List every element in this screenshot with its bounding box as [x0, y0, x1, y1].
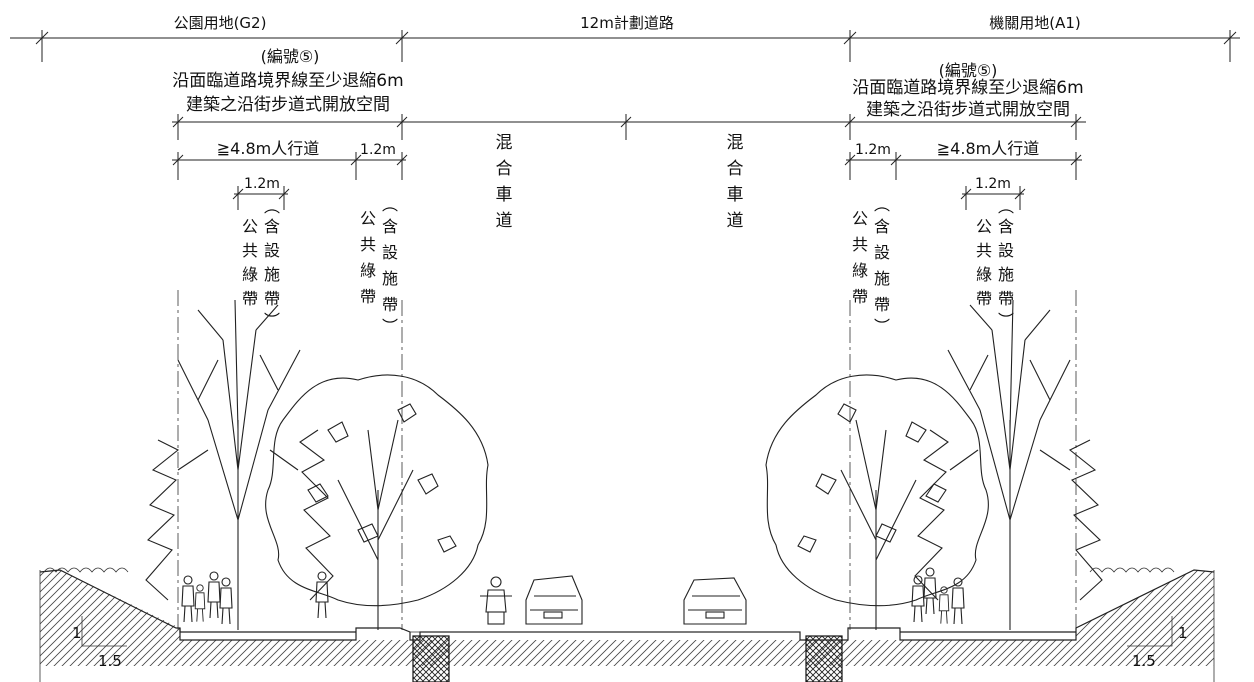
green-belt-paren: 施 — [264, 265, 280, 284]
green-belt-char: 綠 — [852, 261, 868, 280]
right-lane-char: 合 — [727, 159, 744, 179]
green-belt-char: 帶 — [976, 289, 992, 308]
green-belt-paren: 帶 — [998, 289, 1014, 308]
pedestrian-icon — [181, 571, 233, 625]
right-green-strip-dim: 1.2m — [975, 176, 1011, 192]
slope-rise-right: 1 — [1178, 624, 1188, 642]
slope-run-left: 1.5 — [98, 652, 122, 670]
left-zone-label: 公園用地(G2) — [174, 14, 267, 32]
green-belt-paren: 帶 — [874, 295, 890, 314]
left-lane-char: 混 — [496, 133, 513, 153]
slope-ratio-right: 1 1.5 — [1127, 616, 1188, 670]
green-belt-paren: ︶ — [998, 311, 1014, 330]
motorcycle-icon — [480, 576, 512, 625]
green-belt-paren: ︵ — [382, 195, 398, 214]
green-belt-char: 公 — [242, 217, 258, 236]
green-belt-paren: 含 — [264, 217, 280, 236]
green-belt-paren: 含 — [998, 217, 1014, 236]
green-belt-paren: 帶 — [264, 289, 280, 308]
right-sidewalk-dim: ≧4.8m人行道 — [937, 139, 1039, 158]
green-belt-char: 帶 — [242, 289, 258, 308]
green-belt-paren: 施 — [874, 269, 890, 288]
tree-icon — [265, 374, 489, 631]
green-belt-paren: 施 — [382, 269, 398, 288]
green-belt-paren: 設 — [382, 243, 398, 262]
left-lane-char: 道 — [496, 211, 513, 231]
green-belt-char: 綠 — [242, 265, 258, 284]
green-belt-char: 帶 — [852, 287, 868, 306]
right-inner-strip-dim: 1.2m — [855, 142, 891, 158]
left-inner-strip-dim: 1.2m — [360, 142, 396, 158]
setback-code-left: (編號⑤) — [261, 47, 320, 66]
left-lane-char: 合 — [496, 159, 513, 179]
right-lane-char: 車 — [727, 185, 744, 205]
setback-line1-left: 沿面臨道路境界線至少退縮6m — [172, 71, 403, 91]
green-belt-char: 公 — [852, 209, 868, 228]
green-belt-char: 公 — [976, 217, 992, 236]
green-belt-char: 共 — [976, 241, 992, 260]
car-icon — [525, 575, 583, 625]
green-strip-dims — [232, 186, 1026, 210]
green-belt-paren: 施 — [998, 265, 1014, 284]
green-belt-paren: ︶ — [874, 317, 890, 336]
setback-line2-left: 建築之沿街步道式開放空間 — [186, 95, 390, 115]
left-lane-char: 車 — [496, 185, 513, 205]
setback-line2-right: 建築之沿街步道式開放空間 — [866, 100, 1070, 120]
green-belt-paren: ︵ — [264, 197, 280, 216]
tree-icon — [765, 374, 989, 631]
green-belt-paren: 設 — [264, 241, 280, 260]
green-belt-char: 帶 — [360, 287, 376, 306]
left-sidewalk-dim: ≧4.8m人行道 — [217, 139, 319, 158]
right-lane-char: 混 — [727, 133, 744, 153]
green-belt-char: 綠 — [360, 261, 376, 280]
green-belt-char: 綠 — [976, 265, 992, 284]
green-belt-label-group-2: 公 共 綠 帶 ︵ 含 設 施 帶 ︶ — [360, 195, 398, 336]
green-belt-paren: ︶ — [264, 311, 280, 330]
left-green-strip-dim: 1.2m — [244, 176, 280, 192]
green-belt-paren: 含 — [382, 217, 398, 236]
green-belt-paren: ︶ — [382, 317, 398, 336]
car-icon — [683, 577, 747, 625]
green-belt-paren: 設 — [998, 241, 1014, 260]
pedestrian-icon — [911, 567, 965, 625]
lane-dimension-line — [172, 114, 1086, 140]
green-belt-label-group-1: 公 共 綠 帶 ︵ 含 設 施 帶 ︶ — [242, 197, 280, 330]
green-belt-label-group-4: 公 共 綠 帶 ︵ 含 設 施 帶 ︶ — [976, 197, 1014, 330]
tree-icon — [145, 299, 334, 631]
sidewalk-dimension-line — [172, 152, 1082, 180]
right-zone-label: 機關用地(A1) — [989, 14, 1081, 32]
setback-line1-right: 沿面臨道路境界線至少退縮6m — [852, 78, 1083, 98]
green-belt-char: 公 — [360, 209, 376, 228]
green-belt-paren: 含 — [874, 217, 890, 236]
green-belt-paren: 帶 — [382, 295, 398, 314]
tree-icon — [914, 299, 1103, 631]
green-belt-char: 共 — [852, 235, 868, 254]
green-belt-label-group-3: 公 共 綠 帶 ︵ 含 設 施 帶 ︶ — [852, 195, 890, 336]
setback-code-right: (編號⑤) — [939, 61, 998, 80]
green-belt-paren: ︵ — [998, 197, 1014, 216]
property-lines — [177, 290, 1077, 630]
ground-section — [39, 567, 1215, 682]
center-road-label: 12m計劃道路 — [580, 14, 674, 32]
slope-rise-left: 1 — [72, 624, 82, 642]
green-belt-char: 共 — [242, 241, 258, 260]
slope-ratio-left: 1 1.5 — [72, 616, 127, 670]
green-belt-paren: ︵ — [874, 195, 890, 214]
green-belt-char: 共 — [360, 235, 376, 254]
top-dimension-line — [10, 30, 1240, 62]
slope-run-right: 1.5 — [1132, 652, 1156, 670]
right-lane-char: 道 — [727, 211, 744, 231]
green-belt-paren: 設 — [874, 243, 890, 262]
